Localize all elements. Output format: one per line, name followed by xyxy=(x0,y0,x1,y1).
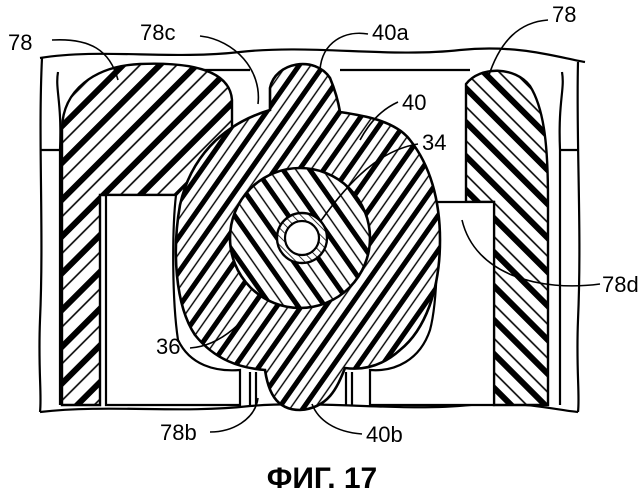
label-34: 34 xyxy=(422,130,446,155)
left-outer-wall xyxy=(39,58,42,412)
leader-40b xyxy=(312,404,362,434)
label-78-right: 78 xyxy=(552,2,576,27)
tube-34-bore xyxy=(285,221,319,255)
housing-inner-right xyxy=(560,72,563,405)
housing-inner-left xyxy=(57,72,60,405)
label-40a: 40a xyxy=(372,20,409,45)
label-78c: 78c xyxy=(140,20,175,45)
top-break-line xyxy=(40,49,585,62)
label-36: 36 xyxy=(156,334,180,359)
label-40b: 40b xyxy=(366,422,403,447)
figure-caption: ФИГ. 17 xyxy=(267,462,377,495)
label-40: 40 xyxy=(402,90,426,115)
label-78b: 78b xyxy=(160,420,197,445)
label-78-left: 78 xyxy=(8,30,32,55)
label-78d: 78d xyxy=(602,272,639,297)
right-outer-wall xyxy=(577,62,579,412)
